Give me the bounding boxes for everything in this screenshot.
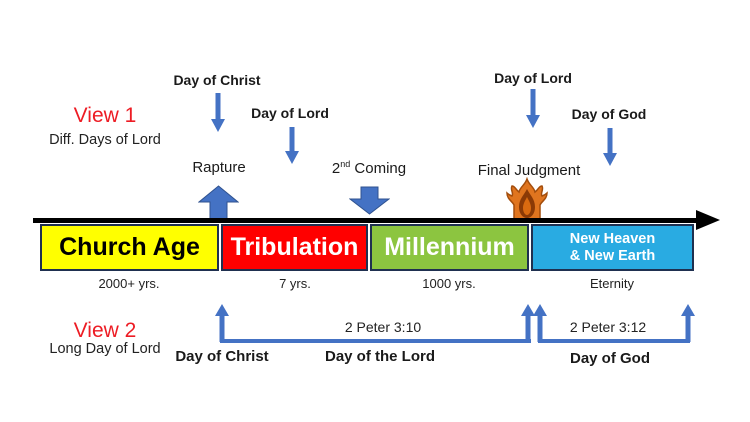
duration-church-age: 2000+ yrs. (98, 276, 160, 291)
duration-millennium: 1000 yrs. (422, 276, 476, 291)
right-arrow-icon (696, 210, 720, 230)
down-arrow-icon (526, 89, 540, 128)
final-judgment-label: Final Judgment (477, 162, 581, 179)
up-arrow-icon (215, 304, 229, 342)
segment-tribulation: Tribulation (221, 224, 368, 271)
view2-day-of-christ-label: Day of Christ (175, 348, 269, 365)
segment-millennium: Millennium (370, 224, 529, 271)
block-up-arrow-icon (198, 185, 239, 221)
up-arrow-icon (521, 304, 535, 342)
timeline-axis (33, 218, 699, 223)
up-arrow-icon (681, 304, 695, 342)
view1-day-of-lord-left-label: Day of Lord (251, 105, 329, 121)
flame-icon (506, 177, 548, 220)
down-arrow-icon (603, 128, 617, 166)
segment-new-heaven-new-earth: New Heaven& New Earth (531, 224, 694, 271)
view1-day-of-lord-right-label: Day of Lord (494, 70, 572, 86)
second-coming-label: 2nd Coming (331, 159, 407, 177)
view2-subtitle: Long Day of Lord (49, 341, 161, 357)
segment-label: Millennium (384, 233, 515, 261)
view2-day-of-god-label: Day of God (569, 350, 650, 367)
reference-2-peter-3-10: 2 Peter 3:10 (344, 319, 422, 335)
view2-day-of-the-lord-label: Day of the Lord (324, 348, 435, 365)
view2-title: View 2 (73, 319, 137, 342)
down-arrow-icon (285, 127, 299, 164)
segment-label: Tribulation (230, 233, 359, 261)
duration-tribulation: 7 yrs. (279, 276, 311, 291)
segment-label: New Heaven& New Earth (569, 231, 656, 264)
bracket-day-of-the-lord (220, 339, 531, 343)
view1-subtitle: Diff. Days of Lord (49, 132, 161, 148)
rapture-label: Rapture (192, 159, 246, 176)
down-arrow-icon (211, 93, 225, 132)
segment-church-age: Church Age (40, 224, 219, 271)
reference-2-peter-3-12: 2 Peter 3:12 (569, 319, 647, 335)
block-down-arrow-icon (349, 186, 390, 215)
bracket-day-of-god (538, 339, 690, 343)
view1-day-of-god-label: Day of God (571, 106, 647, 122)
segment-label: Church Age (59, 233, 200, 261)
view1-day-of-christ-label: Day of Christ (173, 72, 261, 88)
duration-new-heaven: Eternity (589, 276, 635, 291)
view1-title: View 1 (73, 104, 137, 127)
up-arrow-icon (533, 304, 547, 342)
